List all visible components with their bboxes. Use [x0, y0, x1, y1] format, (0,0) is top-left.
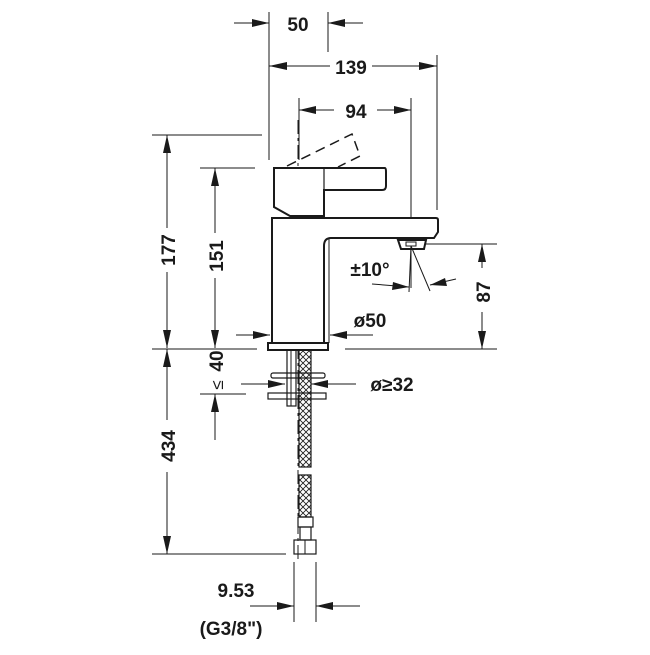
- under-deck-assembly: [267, 349, 327, 555]
- label-aerator-angle: ±10°: [350, 260, 389, 281]
- label-hose-length: 434: [159, 430, 180, 462]
- label-spout-outlet-height: 87: [474, 281, 495, 302]
- dimension-connection: 9.53 (G3/8"): [200, 562, 360, 640]
- label-connection-size: 9.53: [218, 581, 255, 602]
- handle-raised-outline: [286, 132, 361, 168]
- dimension-deck-thickness: 40 ≤: [200, 350, 246, 440]
- spout: [271, 217, 439, 344]
- braided-hose-upper: [298, 349, 312, 468]
- braided-hose-lower: [298, 474, 312, 518]
- label-deck-thickness: 40: [207, 350, 228, 371]
- label-handle-width: 50: [287, 15, 308, 36]
- label-connection-thread: (G3/8"): [200, 619, 263, 640]
- label-body-diameter: ø50: [354, 311, 387, 332]
- label-total-height: 177: [159, 234, 180, 266]
- label-deck-thickness-symbol: ≤: [208, 380, 227, 389]
- dimension-aerator-angle: ±10°: [350, 245, 457, 293]
- label-total-depth: 139: [335, 58, 367, 79]
- dimension-total-depth: 139: [269, 55, 438, 210]
- dimension-hose-length: 434: [152, 349, 286, 555]
- label-spout-top-height: 151: [207, 240, 228, 272]
- dimension-hole-diameter: ø≥32: [241, 375, 414, 396]
- dimension-spout-top-height: 151: [200, 167, 255, 348]
- base-ring: [267, 342, 329, 351]
- label-spout-reach: 94: [345, 102, 367, 123]
- aerator: [396, 239, 428, 250]
- washer-bottom: [267, 392, 327, 400]
- washer-top: [270, 372, 326, 379]
- faucet-body: [236, 132, 439, 351]
- dimension-handle-width: 50: [234, 12, 363, 160]
- dimension-spout-outlet-height: 87: [426, 243, 497, 349]
- dimension-total-height: 177: [152, 134, 262, 348]
- label-hole-diameter: ø≥32: [370, 375, 413, 396]
- handle: [273, 167, 387, 217]
